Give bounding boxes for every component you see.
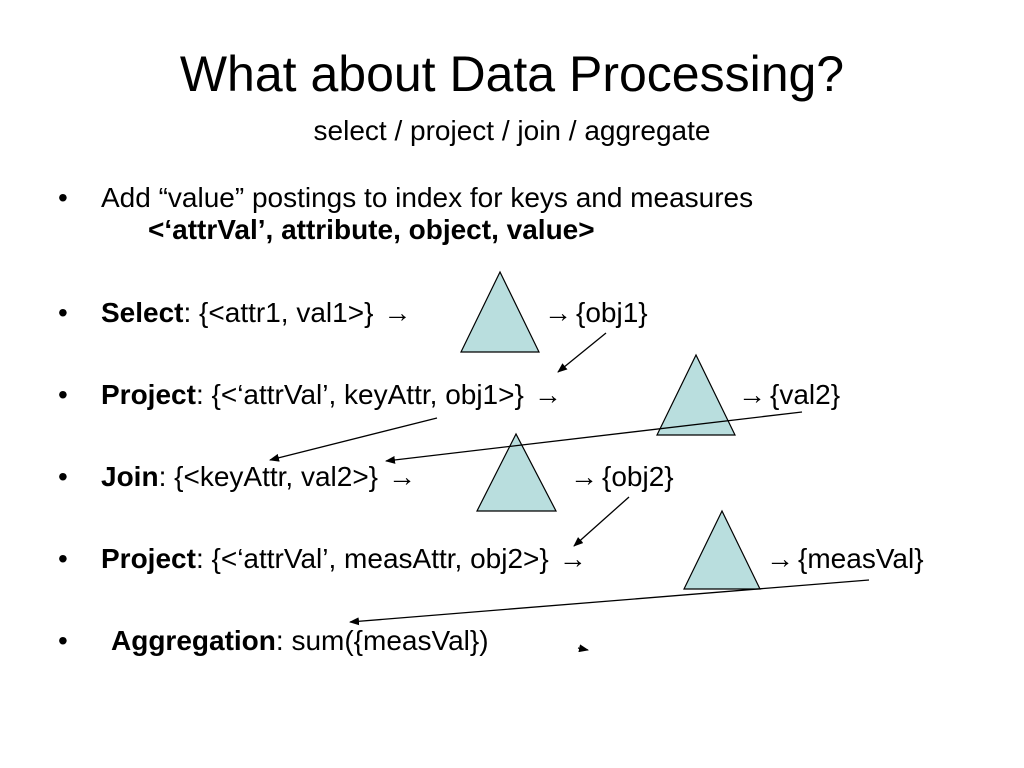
arrow-icon: → (544, 297, 572, 328)
arrow-icon: → (383, 297, 412, 328)
bullet-result: {measVal} (798, 543, 924, 574)
bullet-text: Join: {<keyAttr, val2>} → (101, 461, 420, 493)
arrow-icon: → (738, 379, 766, 410)
bullet-body: : {<keyAttr, val2>} (158, 461, 379, 492)
index-triangle (656, 353, 736, 436)
keyword: Project (101, 543, 196, 574)
bullet-marker: • (58, 297, 68, 328)
arrow-icon: → (570, 461, 598, 492)
index-triangle (460, 270, 540, 353)
flow-arrow (573, 496, 630, 547)
slide-title: What about Data Processing? (179, 46, 845, 102)
bullet-text: Project: {<‘attrVal’, measAttr, obj2>} → (101, 543, 591, 575)
bullet-marker: • (58, 461, 68, 492)
flow-arrow (557, 332, 607, 373)
index-triangle (683, 509, 761, 590)
bullet-marker: • (58, 379, 68, 410)
bullet-body: : {<‘attrVal’, measAttr, obj2>} (195, 543, 549, 574)
bullet-marker: • (58, 625, 68, 656)
bullet-body: : {<‘attrVal’, keyAttr, obj1>} (195, 379, 524, 410)
index-triangle (476, 432, 557, 512)
bullet-result: {obj1} (576, 297, 648, 328)
result-group: →{obj2} (566, 461, 674, 493)
bullet-result: {val2} (770, 379, 841, 410)
arrow-icon: → (533, 379, 562, 410)
bullet-marker: • (58, 182, 68, 213)
bullet-text: Aggregation: sum({measVal}) (111, 625, 489, 657)
bullet-marker: • (58, 543, 68, 574)
result-group: →{obj1} (540, 297, 648, 329)
bullet-text: Project: {<‘attrVal’, keyAttr, obj1>} → (101, 379, 566, 411)
bullet-body: : sum({measVal}) (275, 625, 489, 656)
arrow-icon: → (766, 543, 794, 574)
bullet-result: {obj2} (602, 461, 674, 492)
bullet-text: Add “value” postings to index for keys a… (101, 182, 754, 213)
flow-arrow (349, 579, 870, 626)
keyword: Project (101, 379, 196, 410)
result-group: →{measVal} (762, 543, 924, 575)
slide-subtitle: select / project / join / aggregate (313, 115, 711, 146)
result-group: →{val2} (734, 379, 840, 411)
keyword: Join (101, 461, 159, 492)
tuple-format: <‘attrVal’, attribute, object, value> (148, 214, 595, 245)
flow-arrow (269, 417, 438, 462)
arrow-icon: → (388, 461, 417, 492)
bullet-text: Select: {<attr1, val1>} → (101, 297, 415, 329)
bullet-body: : {<attr1, val1>} (183, 297, 374, 328)
arrow-icon: → (558, 543, 587, 574)
flow-arrow (385, 411, 803, 464)
flow-arrow (577, 644, 589, 653)
keyword: Select (101, 297, 184, 328)
keyword: Aggregation (111, 625, 276, 656)
